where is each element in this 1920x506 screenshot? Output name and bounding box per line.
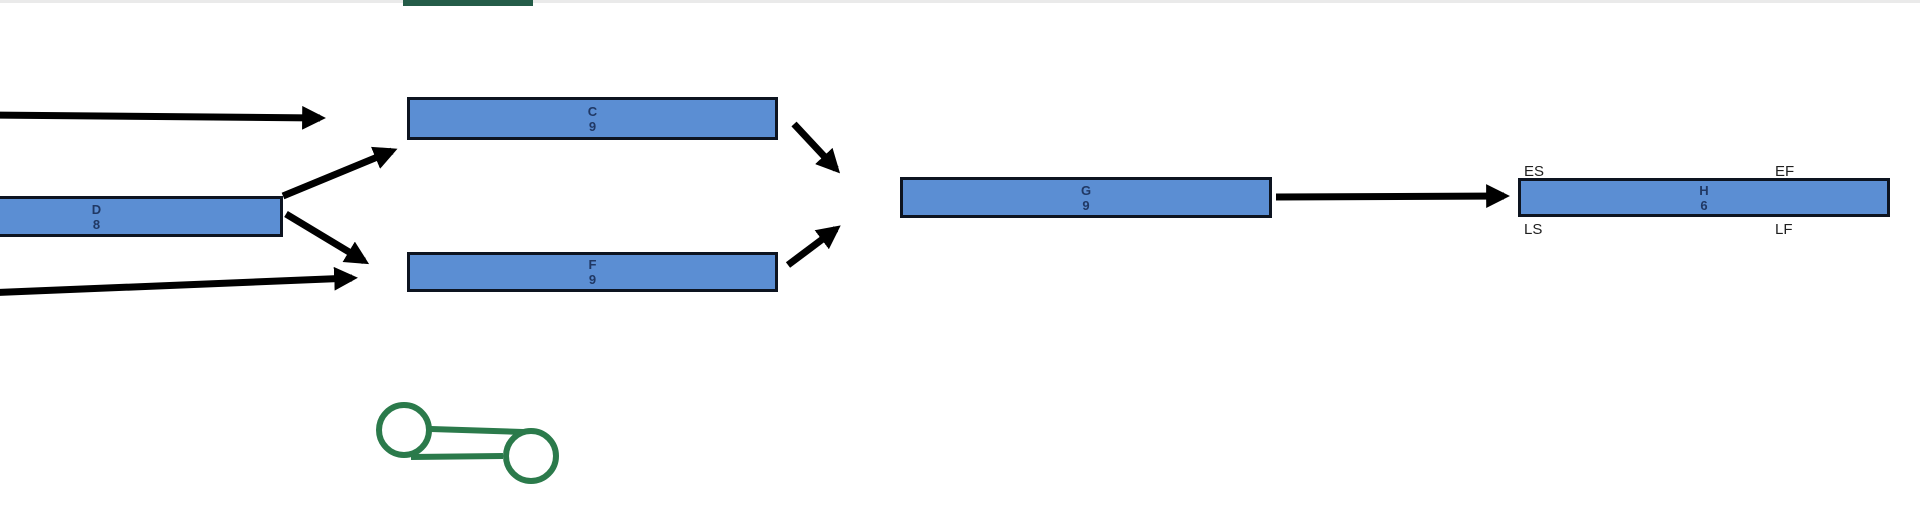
early-finish-label: EF	[1775, 163, 1795, 180]
arrow-d-to-c[interactable]	[281, 146, 398, 200]
task-bar-f[interactable]: F 9	[407, 252, 778, 292]
task-bar-g[interactable]: G 9	[900, 177, 1272, 218]
task-duration: 9	[588, 118, 597, 134]
arrow-left-to-c[interactable]	[0, 105, 326, 130]
task-label: F	[588, 257, 597, 272]
task-duration: 9	[1082, 197, 1090, 213]
task-duration: 8	[92, 216, 101, 232]
task-duration: 9	[588, 272, 597, 287]
top-green-bar-fragment	[403, 0, 533, 6]
task-bar-h[interactable]: H 6	[1518, 178, 1890, 217]
task-label: H	[1699, 182, 1709, 198]
late-finish-label: LF	[1775, 221, 1793, 238]
arrow-d-to-f[interactable]	[284, 211, 370, 265]
task-bar-c[interactable]: C 9	[407, 97, 778, 140]
task-label: C	[587, 103, 598, 119]
task-bar-d[interactable]: D 8	[0, 196, 283, 237]
linked-circles-icon[interactable]	[376, 402, 559, 484]
early-start-label: ES	[1524, 163, 1545, 180]
arrow-left-to-f[interactable]	[0, 266, 358, 296]
arrow-c-to-g[interactable]	[791, 121, 841, 174]
arrow-f-to-g[interactable]	[785, 225, 841, 268]
task-duration: 6	[1700, 197, 1708, 213]
task-label: G	[1080, 182, 1092, 198]
top-hairline	[0, 0, 1920, 3]
task-label: D	[91, 201, 102, 217]
late-start-label: LS	[1524, 221, 1543, 238]
arrow-g-to-h[interactable]	[1275, 184, 1510, 208]
